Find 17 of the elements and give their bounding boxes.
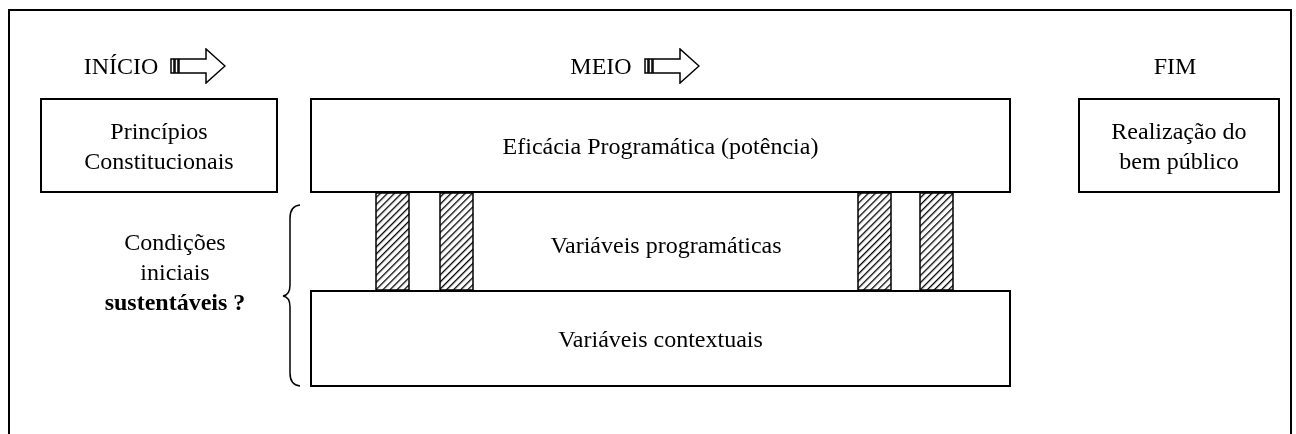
stage-label: MEIO [570, 52, 632, 81]
text-box [310, 98, 1011, 193]
text-box [1078, 98, 1280, 193]
box-text: Variáveis contextuais [558, 324, 763, 354]
text-label: Variáveis programáticas [550, 231, 782, 260]
text-label: FIM [1153, 52, 1197, 81]
text-box [310, 290, 1011, 387]
box-text: Eficácia Programática (potência) [502, 131, 819, 161]
box-text: Realização do bem público [1110, 116, 1248, 176]
hatched-pillar [919, 192, 954, 291]
hatched-pillar [439, 192, 474, 291]
hatched-pillar [857, 192, 892, 291]
text-box [40, 98, 278, 193]
box-text: Princípios Constitucionais [83, 116, 235, 176]
hatched-pillar [375, 192, 410, 291]
text-label: Condições iniciais sustentáveis ? [103, 228, 247, 317]
stage-label: INÍCIO [83, 52, 159, 81]
